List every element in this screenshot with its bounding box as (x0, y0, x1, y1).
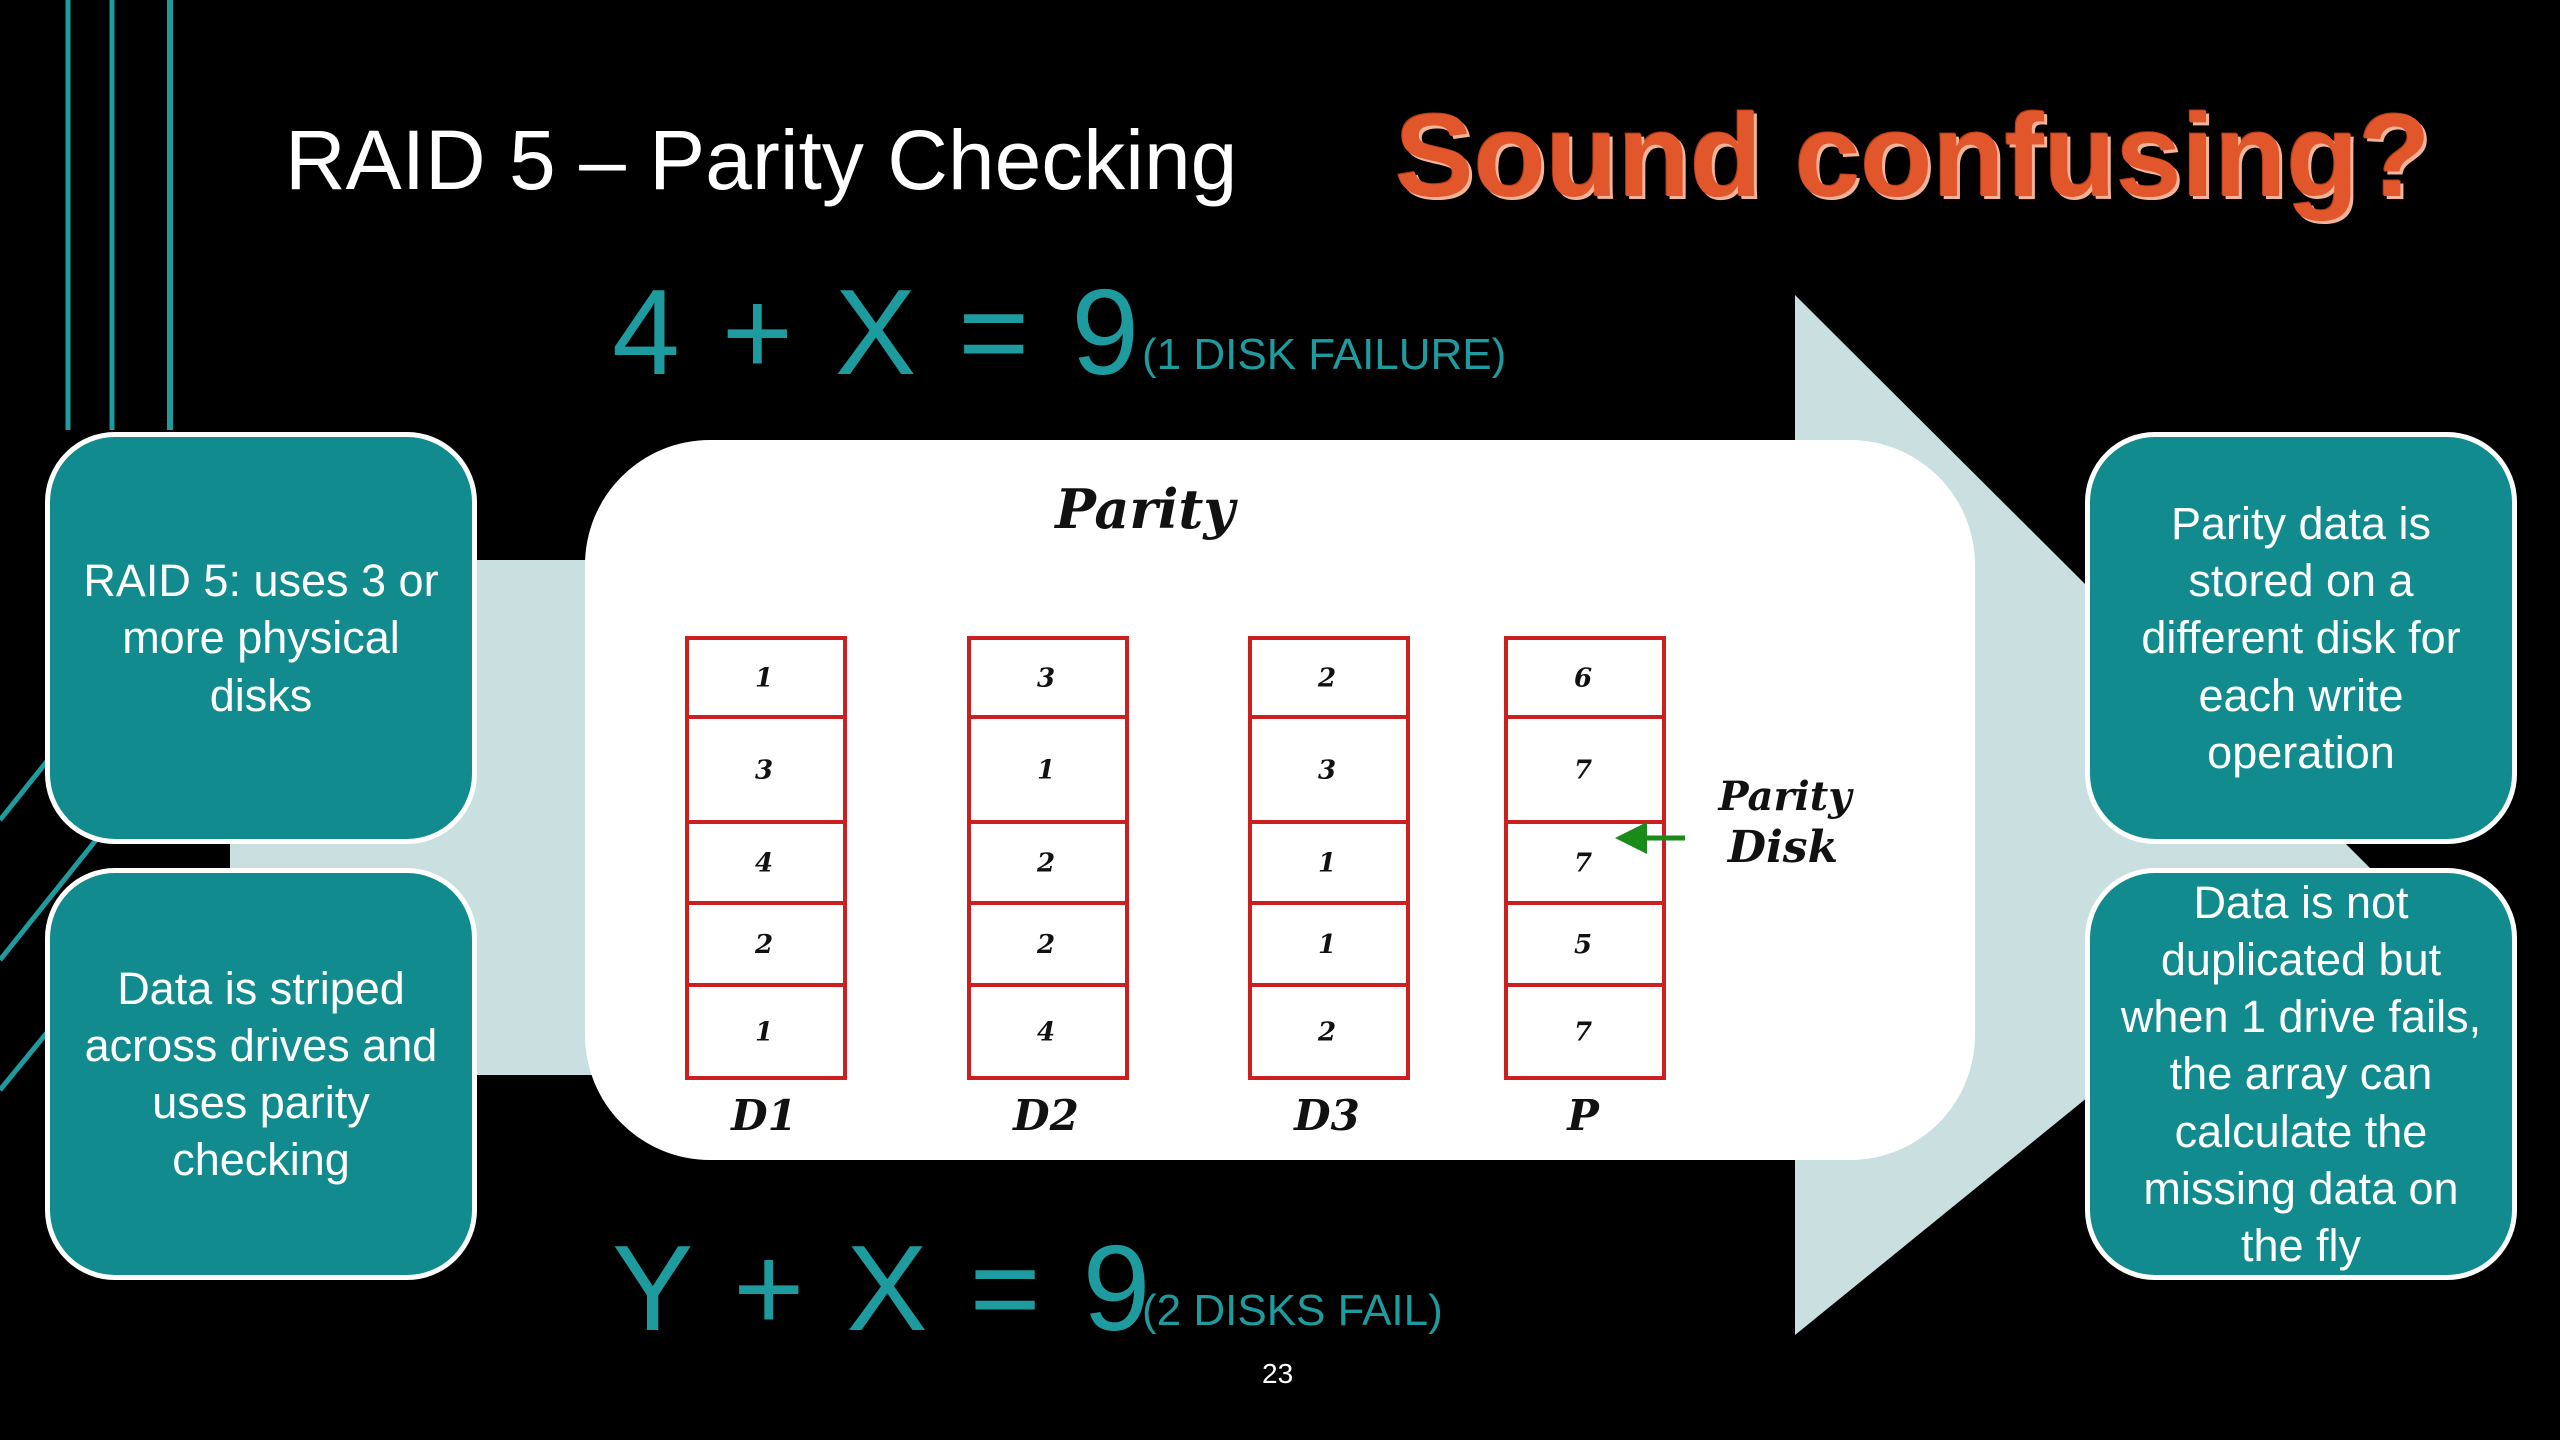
disk-block (967, 820, 1129, 905)
diagram-title: Parity (1053, 477, 1238, 541)
disk-block-value: 1 (755, 664, 773, 694)
disk-column: 3 1 2 2 4D2 (967, 636, 1129, 1140)
disk-label: D1 (730, 1091, 797, 1140)
disk-block-value: 6 (1574, 664, 1592, 694)
disk-columns: 1 3 4 2 1D1 3 1 2 2 4D2 2 3 1 1 2D3 6 7 7 5 7P (685, 636, 1666, 1140)
info-box-striping: Data is striped across drives and uses p… (45, 868, 477, 1280)
disk-block-value: 3 (1037, 664, 1055, 694)
disk-block-value: 1 (1318, 930, 1336, 960)
disk-block (1504, 636, 1666, 719)
equation-top-note: (1 DISK FAILURE) (1142, 330, 1507, 379)
disk-block-value: 2 (1036, 849, 1055, 879)
parity-pointer (1615, 822, 1685, 854)
disk-label: D2 (1012, 1091, 1079, 1140)
pointer-arrowhead (1615, 822, 1647, 854)
disk-column: 6 7 7 5 7P (1504, 636, 1666, 1140)
page-number: 23 (1262, 1358, 1294, 1389)
disk-block-value: 7 (1574, 849, 1592, 879)
equation-bottom: Y + X = 9 (612, 1220, 1155, 1356)
disk-block-value: 2 (1317, 664, 1336, 694)
disk-block (967, 983, 1129, 1080)
disk-block-value: 7 (1574, 1018, 1592, 1048)
disk-block (1248, 820, 1410, 905)
disk-block (967, 636, 1129, 719)
info-box-parity-location: Parity data is stored on a different dis… (2085, 432, 2517, 844)
info-box-recovery: Data is not duplicated but when 1 drive … (2085, 868, 2517, 1280)
disk-block-value: 4 (1037, 1018, 1055, 1048)
disk-block-value: 4 (755, 849, 773, 879)
disk-column: 2 3 1 1 2D3 (1248, 636, 1410, 1140)
disk-block-value: 7 (1574, 756, 1592, 786)
slide-title: RAID 5 – Parity Checking (285, 113, 1238, 207)
info-box-text: Data is not duplicated but when 1 drive … (2120, 877, 2482, 1271)
disk-block (685, 636, 847, 719)
disk-block-value: 3 (755, 756, 773, 786)
parity-disk-label-line1: Parity (1718, 773, 1855, 820)
disk-block (967, 715, 1129, 824)
disk-block (1504, 901, 1666, 987)
disk-block (1248, 715, 1410, 824)
disk-block (685, 715, 847, 824)
disk-block (1248, 901, 1410, 987)
parity-diagram: Parity 1 3 4 2 1D1 3 1 2 2 4D2 2 3 1 1 2D3 6 7 7 5 7P Parit… (685, 477, 1855, 1140)
disk-block (1248, 636, 1410, 719)
disk-block-value: 2 (1036, 930, 1055, 960)
disk-block (685, 983, 847, 1080)
equation-bottom-note: (2 DISKS FAIL) (1142, 1286, 1443, 1335)
disk-block (1504, 983, 1666, 1080)
headline: Sound confusing? (1395, 90, 2431, 222)
disk-label: P (1566, 1091, 1600, 1140)
info-box-text: Parity data is stored on a different dis… (2141, 498, 2461, 778)
disk-block (1504, 715, 1666, 824)
disk-block-value: 1 (1318, 849, 1336, 879)
parity-disk-label-line2: Disk (1726, 822, 1838, 873)
info-box-text: Data is striped across drives and uses p… (84, 962, 438, 1186)
disk-label: D3 (1293, 1091, 1360, 1140)
disk-block-value: 1 (755, 1018, 773, 1048)
disk-block-value: 3 (1318, 756, 1336, 786)
disk-block (1248, 983, 1410, 1080)
disk-column: 1 3 4 2 1D1 (685, 636, 847, 1140)
equation-top: 4 + X = 9 (612, 264, 1144, 400)
info-box-physical-disks: RAID 5: uses 3 or more physical disks (45, 432, 477, 844)
disk-block-value: 1 (1037, 756, 1055, 786)
disk-block-value: 5 (1574, 930, 1592, 960)
disk-block (967, 901, 1129, 987)
disk-block-value: 2 (754, 930, 773, 960)
disk-block-value: 2 (1317, 1018, 1336, 1048)
info-box-text: RAID 5: uses 3 or more physical disks (83, 555, 439, 721)
